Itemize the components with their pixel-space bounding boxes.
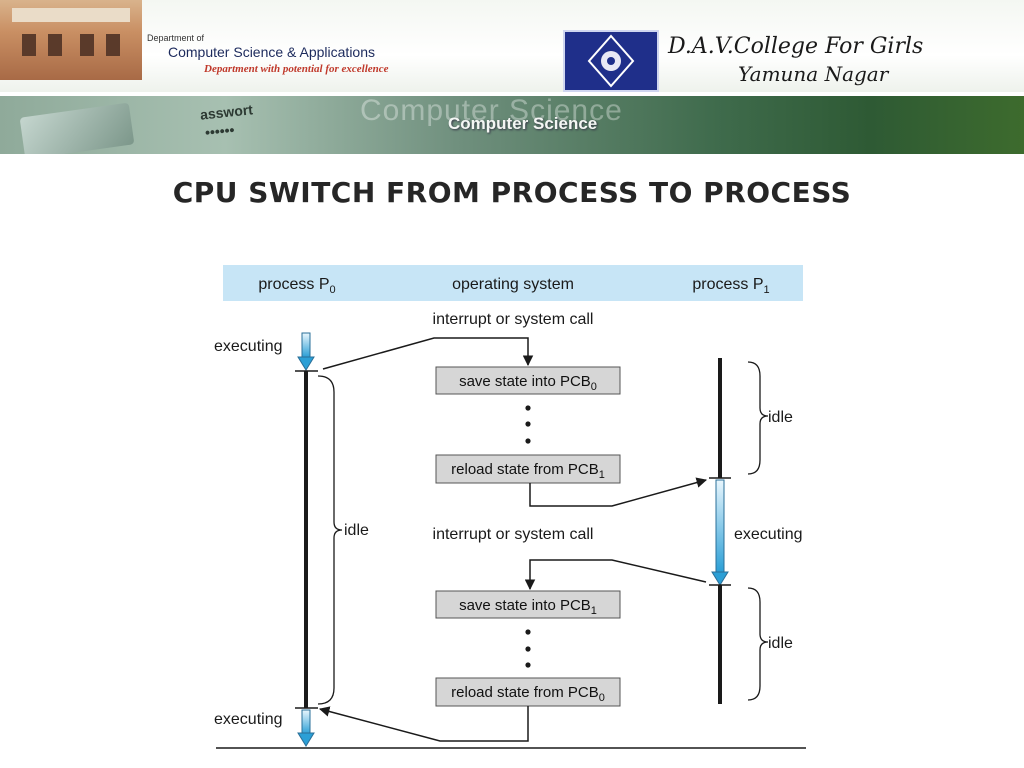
strip-watermark-text: Computer Science	[360, 96, 623, 127]
column-header-os: operating system	[452, 276, 574, 293]
p1-idle-brace-bottom	[747, 587, 769, 701]
p1-idle-brace-top	[747, 361, 769, 475]
box-save-pcb1-label: save state into PCB1	[459, 597, 597, 617]
p1-executing-label: executing	[734, 526, 803, 543]
banner-strip: asswort •••••• Computer Science Computer…	[0, 96, 1024, 154]
strip-computer-science: Computer Science	[448, 114, 598, 133]
p1-timeline	[709, 358, 731, 704]
box-reload-pcb0	[435, 677, 621, 707]
p1-idle-label-top: idle	[768, 409, 793, 426]
box-reload-pcb1	[435, 454, 621, 484]
dept-tagline: Department with potential for excellence	[204, 63, 389, 75]
dept-name: Computer Science & Applications	[168, 44, 375, 60]
ellipsis-dots-top	[525, 405, 531, 444]
p0-executing-arrow-top	[301, 332, 311, 358]
arrow-os-to-p0	[318, 706, 529, 742]
p0-executing-label-bottom: executing	[214, 711, 283, 728]
p0-timeline	[295, 332, 318, 747]
column-header-p0: process P0	[258, 276, 335, 296]
arrow-os-to-p1	[529, 477, 708, 507]
college-name: D.A.V.College For Girls	[668, 34, 924, 59]
box-reload-pcb0-label: reload state from PCB0	[451, 684, 605, 704]
arrow-p0-to-os	[322, 337, 534, 370]
p0-executing-arrow-bottom	[301, 709, 311, 735]
college-city: Yamuna Nagar	[738, 62, 889, 86]
column-header-p1: process P1	[692, 276, 769, 296]
box-reload-pcb1-label: reload state from PCB1	[451, 461, 605, 481]
column-header-band	[223, 265, 803, 301]
ellipsis-dots-bottom	[525, 629, 531, 668]
p1-executing-arrow	[715, 479, 725, 573]
box-save-pcb0-label: save state into PCB0	[459, 373, 597, 393]
box-save-pcb1	[435, 590, 621, 619]
college-building-photo	[0, 0, 142, 80]
interrupt-label-2: interrupt or system call	[433, 526, 594, 543]
slide-title: CPU SWITCH FROM PROCESS TO PROCESS	[172, 176, 852, 209]
emblem-icon	[587, 34, 635, 88]
box-save-pcb0	[435, 366, 621, 395]
p0-idle-brace	[317, 375, 343, 705]
interrupt-label-1: interrupt or system call	[433, 311, 594, 328]
p0-idle-label: idle	[344, 522, 369, 539]
p0-executing-label-top: executing	[214, 338, 283, 355]
p1-idle-label-bottom: idle	[768, 635, 793, 652]
header-banner: Department of Computer Science & Applica…	[0, 0, 1024, 92]
dept-of-label: Department of	[147, 33, 205, 43]
arrow-p1-to-os	[524, 559, 707, 591]
college-logo	[563, 30, 659, 92]
